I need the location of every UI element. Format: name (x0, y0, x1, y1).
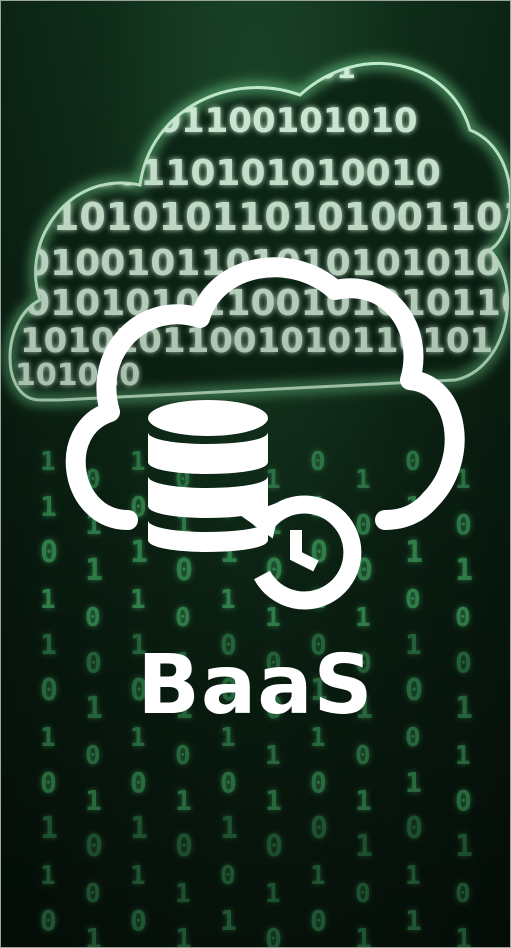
restore-arrow-icon (241, 495, 362, 610)
service-title: BaaS (137, 638, 374, 733)
backup-icon (65, 257, 465, 530)
database-icon (148, 400, 268, 552)
cloud-icon (65, 257, 465, 530)
